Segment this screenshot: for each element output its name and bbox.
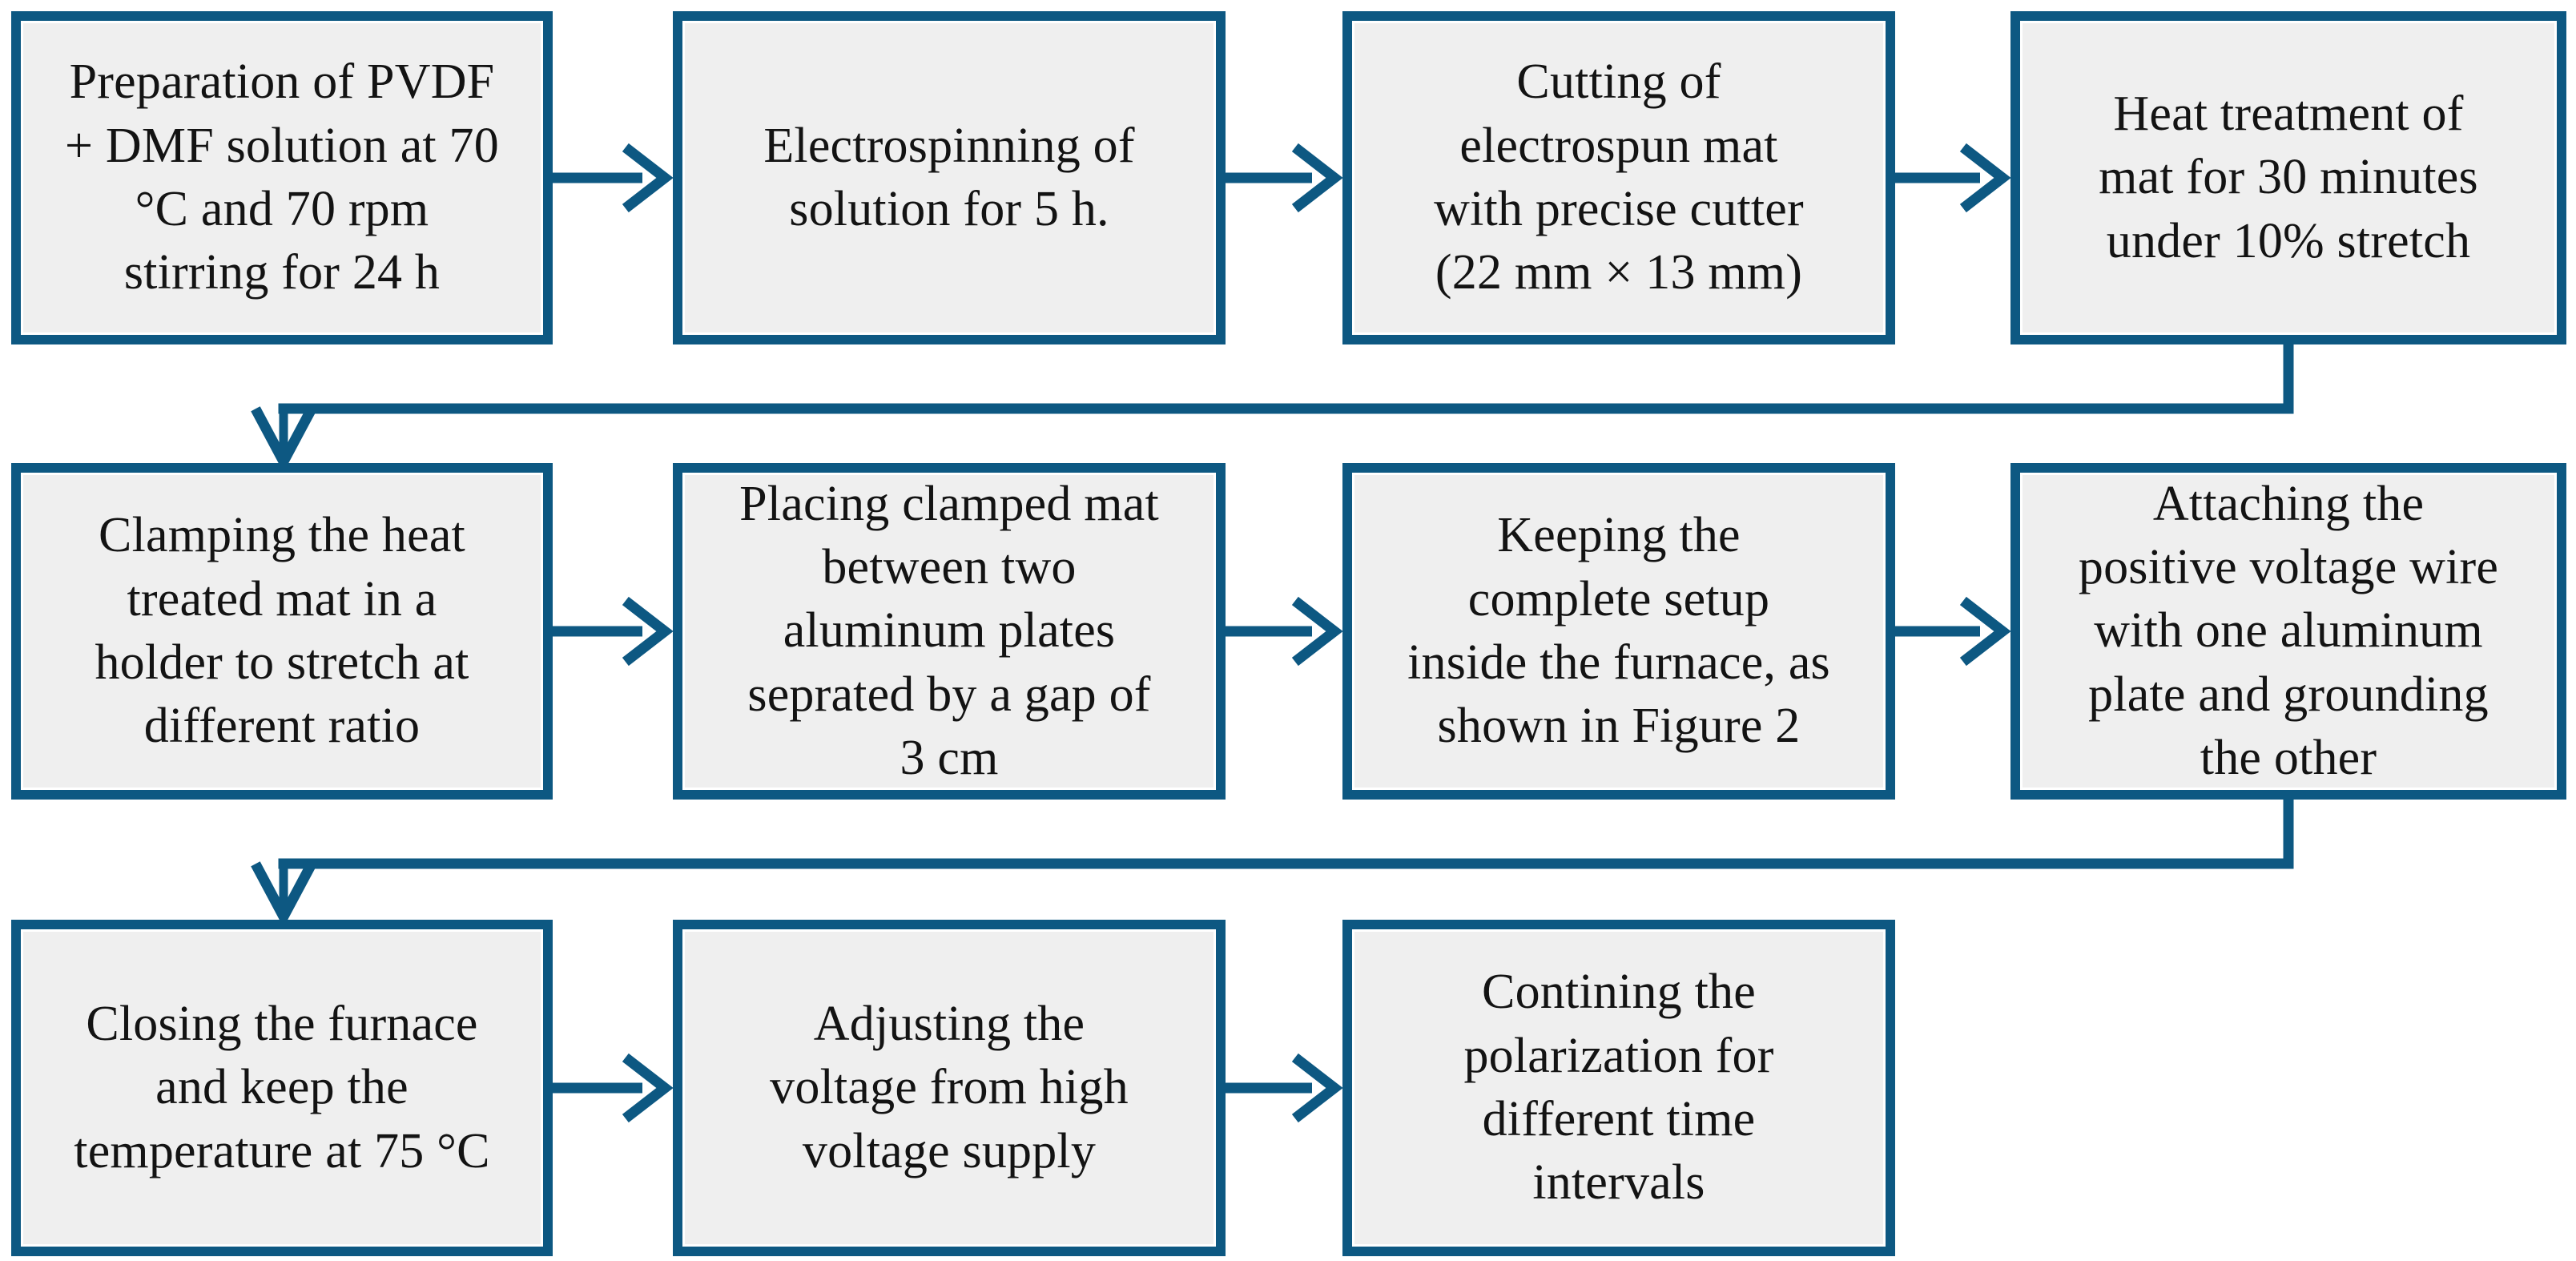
wrap-connector-step4-to-step5 xyxy=(240,340,2323,468)
process-box-5-label: Clamping the heat treated mat in a holde… xyxy=(95,508,469,754)
process-box-1-label: Preparation of PVDF + DMF solution at 70… xyxy=(65,54,499,300)
process-box-6-label: Placing clamped mat between two aluminum… xyxy=(739,476,1159,786)
process-box-11[interactable]: Contining the polarization for different… xyxy=(1342,920,1895,1256)
process-box-10-label: Adjusting the voltage from high voltage … xyxy=(770,996,1129,1178)
arrow-icon-step9-to-step10 xyxy=(553,1040,673,1136)
process-box-10[interactable]: Adjusting the voltage from high voltage … xyxy=(673,920,1226,1256)
process-box-5[interactable]: Clamping the heat treated mat in a holde… xyxy=(11,463,553,800)
process-box-2-label: Electrospinning of solution for 5 h. xyxy=(763,118,1135,236)
wrap-connector-step8-to-step9 xyxy=(240,795,2323,923)
process-box-4-label: Heat treatment of mat for 30 minutes und… xyxy=(2099,86,2478,268)
arrow-icon-step1-to-step2 xyxy=(553,130,673,226)
process-box-9[interactable]: Closing the furnace and keep the tempera… xyxy=(11,920,553,1256)
arrow-icon-step3-to-step4 xyxy=(1895,130,2010,226)
process-box-3[interactable]: Cutting of electrospun mat with precise … xyxy=(1342,11,1895,344)
process-box-8[interactable]: Attaching the positive voltage wire with… xyxy=(2010,463,2566,800)
process-box-3-label: Cutting of electrospun mat with precise … xyxy=(1434,54,1804,300)
process-box-7-label: Keeping the complete setup inside the fu… xyxy=(1407,508,1830,754)
process-box-6[interactable]: Placing clamped mat between two aluminum… xyxy=(673,463,1226,800)
arrow-icon-step5-to-step6 xyxy=(553,583,673,679)
process-box-4[interactable]: Heat treatment of mat for 30 minutes und… xyxy=(2010,11,2566,344)
process-box-11-label: Contining the polarization for different… xyxy=(1463,965,1774,1211)
process-box-8-label: Attaching the positive voltage wire with… xyxy=(2078,476,2499,786)
process-box-9-label: Closing the furnace and keep the tempera… xyxy=(74,996,490,1178)
arrow-icon-step10-to-step11 xyxy=(1226,1040,1342,1136)
arrow-icon-step2-to-step3 xyxy=(1226,130,1342,226)
process-box-1[interactable]: Preparation of PVDF + DMF solution at 70… xyxy=(11,11,553,344)
process-box-2[interactable]: Electrospinning of solution for 5 h. xyxy=(673,11,1226,344)
arrow-icon-step6-to-step7 xyxy=(1226,583,1342,679)
arrow-icon-step7-to-step8 xyxy=(1895,583,2010,679)
process-box-7[interactable]: Keeping the complete setup inside the fu… xyxy=(1342,463,1895,800)
